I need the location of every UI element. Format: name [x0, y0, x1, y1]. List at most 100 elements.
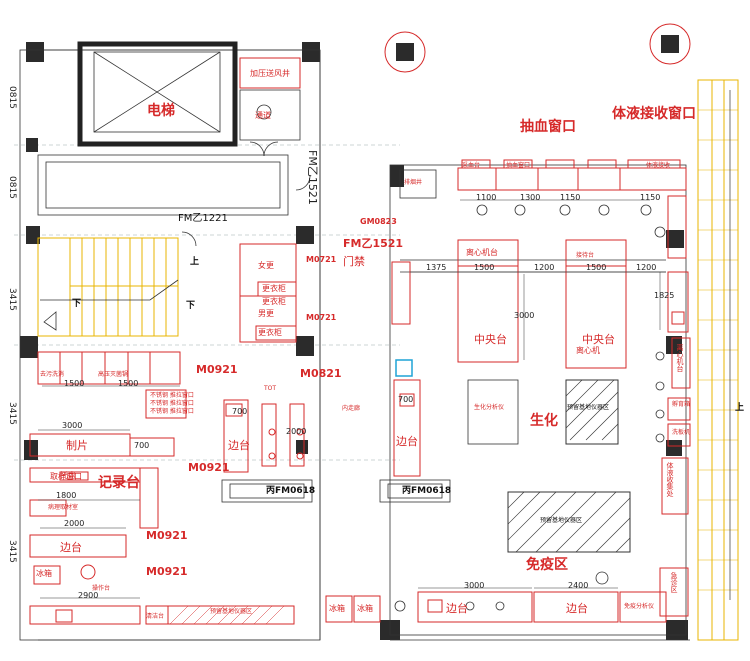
- reserved-zone-3-label: 预留基地仪器区: [210, 608, 253, 615]
- washer-label: 洗板机: [672, 429, 691, 436]
- dim-1150-a: 1150: [560, 193, 581, 202]
- door-fm-mid: FM乙1221: [178, 213, 228, 224]
- sink-note-2: 不锈钢 推拉窗口: [150, 400, 194, 407]
- fridge-3-label: 冰箱: [357, 604, 373, 613]
- draw-bench-label: 采血台: [462, 162, 481, 169]
- door-m0921-d: M0921: [146, 565, 188, 578]
- centrifuge-bench-2-label: 离心机台: [676, 344, 684, 372]
- autoclave-label: 高压灭菌锅: [98, 371, 129, 378]
- axis-label-2: 0815: [7, 176, 17, 199]
- fluid-bench-label: 体液接收: [646, 162, 671, 169]
- centrifuge-small-label: 离心机: [576, 346, 600, 355]
- dim-700-c: 700: [398, 395, 414, 404]
- fluid-receive-label: 体液收集处: [666, 462, 674, 497]
- record-desk-label: 记录台: [98, 475, 140, 491]
- clean-desk-label: 清洁台: [146, 613, 165, 620]
- elevator-label: 电梯: [147, 103, 175, 119]
- workbench-label: 操作台: [92, 585, 111, 592]
- reserved-zone-2-label: 预留基地仪器区: [540, 517, 583, 524]
- dim-1500-d: 1500: [118, 379, 139, 388]
- fridge-2-label: 冰箱: [329, 604, 345, 613]
- access-control-label: 门禁: [343, 255, 365, 268]
- dim-2000-b: 2000: [286, 427, 307, 436]
- side-bench-3-label: 边台: [60, 541, 82, 554]
- dim-3000-c: 3000: [464, 581, 485, 590]
- door-fm-access: FM乙1521: [343, 237, 404, 250]
- tray-label: 托盘: [60, 471, 76, 480]
- dim-700-b: 700: [134, 441, 150, 450]
- pathology-label: 病理取材室: [48, 504, 79, 511]
- dim-1150-b: 1150: [640, 193, 661, 202]
- dim-3000-a: 3000: [514, 311, 535, 320]
- dim-1300: 1300: [520, 193, 541, 202]
- side-bench-2-label: 边台: [396, 435, 418, 448]
- dim-1500-a: 1500: [474, 263, 495, 272]
- pressurized-shaft-label: 加压送风井: [250, 69, 290, 78]
- door-m0921-c: M0921: [146, 529, 188, 542]
- axis-label-1: 0815: [7, 86, 17, 109]
- tot-label: TOT: [264, 385, 277, 392]
- side-bench-4-label: 边台: [446, 602, 468, 615]
- sink-note-1: 不锈钢 推拉窗口: [150, 392, 194, 399]
- dim-2000-a: 2000: [64, 519, 85, 528]
- door-bing-1: 丙FM0618: [266, 486, 316, 496]
- stair-up-right-label: 上: [735, 403, 745, 413]
- dim-1200-b: 1200: [636, 263, 657, 272]
- slide-room-label: 制片: [66, 439, 88, 452]
- dim-1200-a: 1200: [534, 263, 555, 272]
- dim-1825: 1825: [654, 291, 675, 300]
- wardrobe-1-label: 更衣柜: [262, 284, 286, 293]
- axis-label-4: 3415: [7, 402, 17, 425]
- reception-bench-label: 接待台: [576, 252, 595, 259]
- dim-2400: 2400: [568, 581, 589, 590]
- dim-1100: 1100: [476, 193, 497, 202]
- immune-zone-label: 免疫区: [526, 557, 568, 573]
- stat-zone-label: 急诊区: [670, 572, 678, 593]
- door-m0821: M0821: [300, 367, 342, 380]
- stair-down-2-label: 下: [186, 301, 196, 311]
- dim-1375: 1375: [426, 263, 447, 272]
- door-m0921-b: M0921: [188, 461, 230, 474]
- door-m0921-a: M0921: [196, 363, 238, 376]
- incubator-label: 孵育箱: [672, 401, 691, 408]
- dim-700-a: 700: [232, 407, 248, 416]
- stair-down-label: 下: [72, 299, 82, 309]
- centrifuge-bench-label: 离心机台: [466, 248, 498, 257]
- draw-window-label: 抽血窗口: [506, 162, 531, 169]
- door-m0721-b: M0721: [306, 313, 337, 322]
- door-bing-2: 丙FM0618: [402, 486, 452, 496]
- dim-1500-c: 1500: [64, 379, 85, 388]
- locker-female-label: 女更: [258, 261, 274, 270]
- center-bench-1-label: 中央台: [474, 333, 507, 346]
- wardrobe-3-label: 更衣柜: [258, 328, 282, 337]
- reserved-zone-1-label: 预留基地仪器区: [567, 404, 610, 411]
- door-gm: GM0823: [360, 217, 397, 226]
- elevator-hall-label: 通道: [255, 111, 271, 120]
- dim-1800: 1800: [56, 491, 77, 500]
- sample-window-label: 取样窗口: [50, 472, 82, 481]
- locker-male-label: 男更: [258, 309, 274, 318]
- center-bench-2-label: 中央台: [582, 333, 615, 346]
- axis-label-5: 3415: [7, 540, 17, 563]
- door-fm-top: FM乙1521: [306, 150, 319, 205]
- dim-2900: 2900: [78, 591, 99, 600]
- side-bench-1-label: 边台: [228, 439, 250, 452]
- sink-note-3: 不锈钢 推拉窗口: [150, 408, 194, 415]
- axis-label-3: 3415: [7, 288, 17, 311]
- side-bench-5-label: 边台: [566, 602, 588, 615]
- exhaust-shaft-label: 排烟井: [404, 179, 423, 186]
- bio-analyzer-label: 生化分析仪: [474, 404, 505, 411]
- fluid-window-label: 体液接收窗口: [612, 106, 696, 122]
- immune-analyzer-label: 免疫分析仪: [624, 603, 655, 610]
- dim-1500-b: 1500: [586, 263, 607, 272]
- fridge-1-label: 冰箱: [36, 569, 52, 578]
- blood-window-label: 抽血窗口: [520, 119, 576, 135]
- stair-up-label: 上: [190, 257, 200, 267]
- dim-3000-b: 3000: [62, 421, 83, 430]
- door-m0721-a: M0721: [306, 255, 337, 264]
- decon-label: 去污洗消: [40, 371, 65, 378]
- biochem-label: 生化: [530, 413, 558, 429]
- wardrobe-2-label: 更衣柜: [262, 297, 286, 306]
